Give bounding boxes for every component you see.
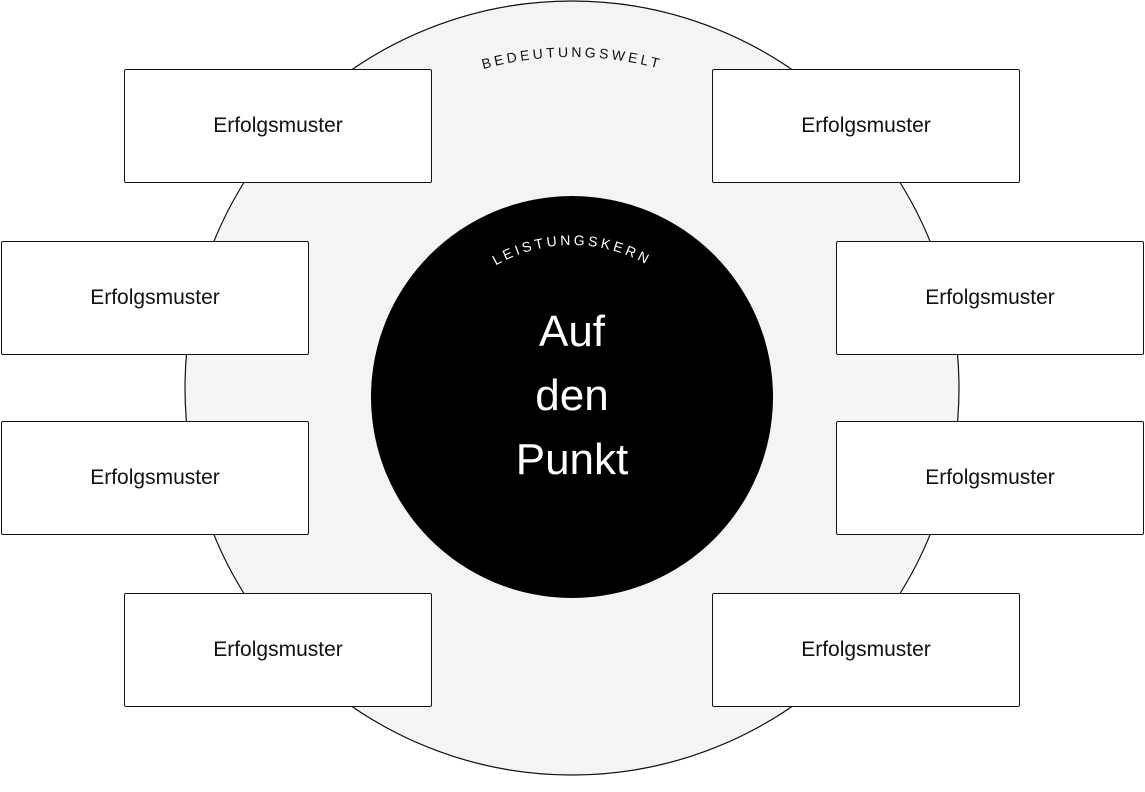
core-title-line: Auf: [538, 307, 606, 356]
erfolgsmuster-box-lower-left: Erfolgsmuster: [1, 421, 309, 535]
erfolgsmuster-box-bottom-left: Erfolgsmuster: [124, 593, 432, 707]
erfolgsmuster-box-lower-right: Erfolgsmuster: [836, 421, 1144, 535]
erfolgsmuster-box-upper-right: Erfolgsmuster: [836, 241, 1144, 355]
erfolgsmuster-box-upper-left: Erfolgsmuster: [1, 241, 309, 355]
erfolgsmuster-box-top-left: Erfolgsmuster: [124, 69, 432, 183]
erfolgsmuster-box-top-right: Erfolgsmuster: [712, 69, 1020, 183]
core-title: Auf den Punkt: [372, 300, 772, 492]
core-circle-leistungskern: [371, 196, 773, 598]
core-title-line: Punkt: [515, 435, 629, 484]
erfolgsmuster-box-bottom-right: Erfolgsmuster: [712, 593, 1020, 707]
core-title-line: den: [535, 371, 609, 420]
